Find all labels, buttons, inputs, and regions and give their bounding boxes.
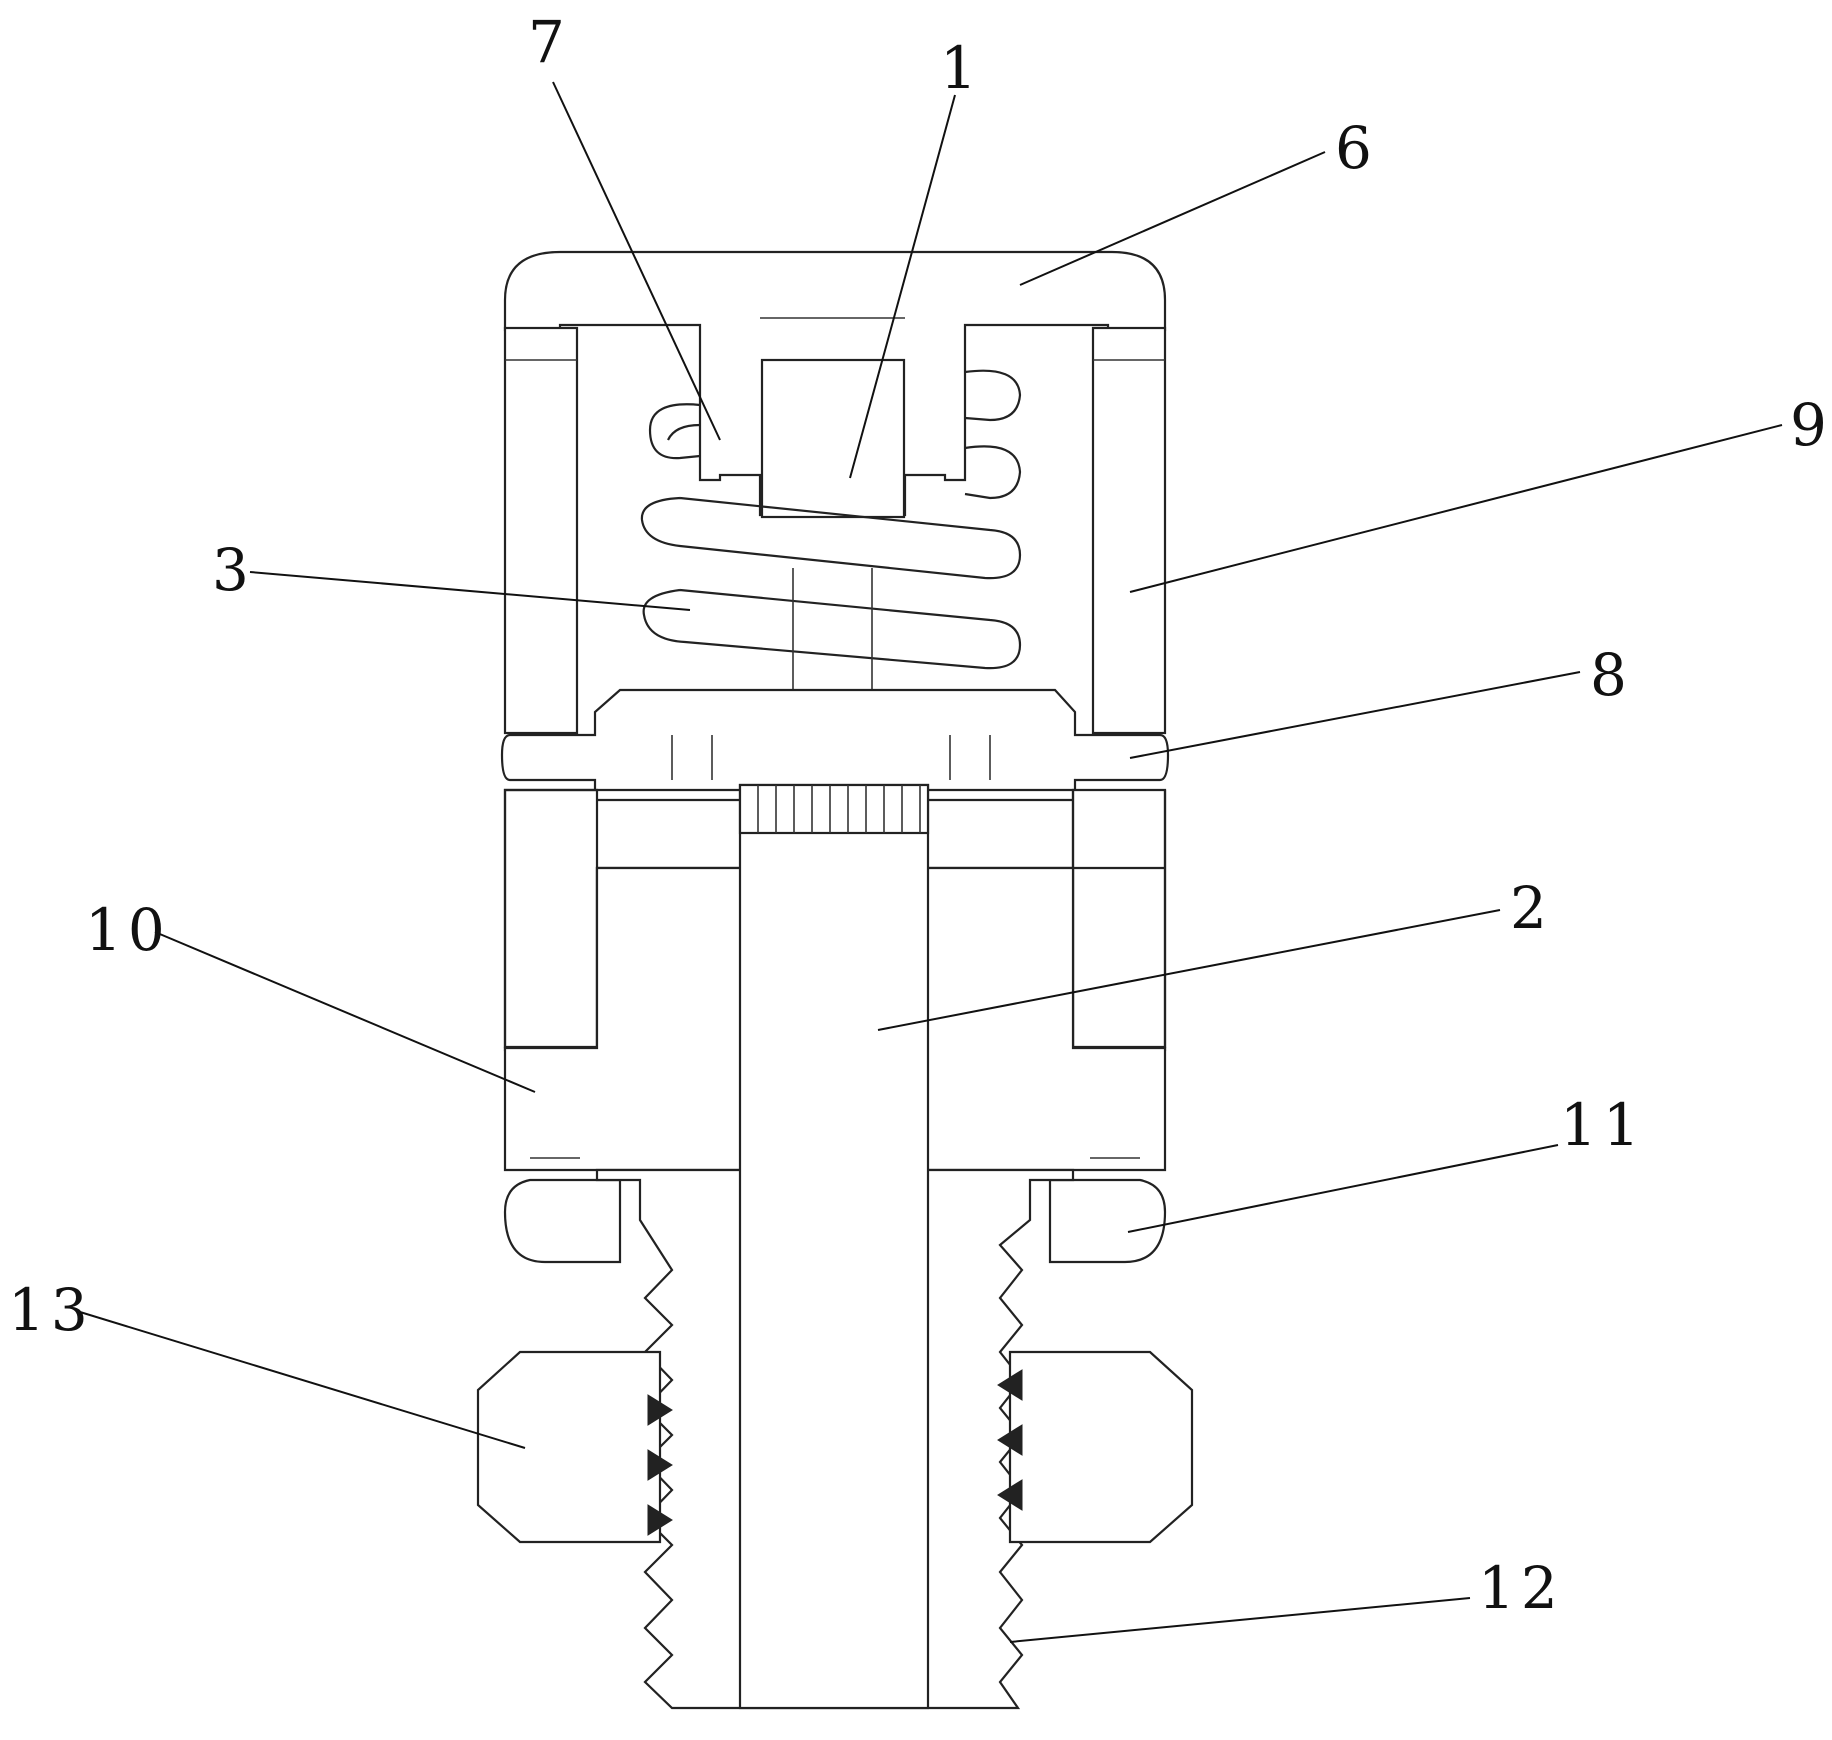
leader-line-11 xyxy=(1128,1145,1558,1232)
label-6: 6 xyxy=(1335,114,1378,182)
label-7: 7 xyxy=(528,8,571,76)
leader-line-3 xyxy=(250,572,690,610)
leader-line-13 xyxy=(80,1312,525,1448)
leader-line-6 xyxy=(1020,152,1325,285)
leader-line-9 xyxy=(1130,425,1782,592)
label-11: 11 xyxy=(1560,1091,1646,1159)
label-3: 3 xyxy=(212,536,255,604)
label-8: 8 xyxy=(1590,641,1633,709)
middle-plate-part-8 xyxy=(502,690,1168,800)
label-2: 2 xyxy=(1510,874,1553,942)
central-bore-part-2 xyxy=(740,785,928,1708)
inner-block-part-1 xyxy=(762,360,904,517)
leader-line-10 xyxy=(155,932,535,1092)
leader-line-12 xyxy=(1010,1598,1470,1642)
label-13: 13 xyxy=(8,1276,94,1344)
label-12: 12 xyxy=(1478,1554,1564,1622)
label-1: 1 xyxy=(940,34,983,102)
leader-line-8 xyxy=(1130,672,1580,758)
label-9: 9 xyxy=(1790,391,1832,459)
label-10: 10 xyxy=(85,896,171,964)
